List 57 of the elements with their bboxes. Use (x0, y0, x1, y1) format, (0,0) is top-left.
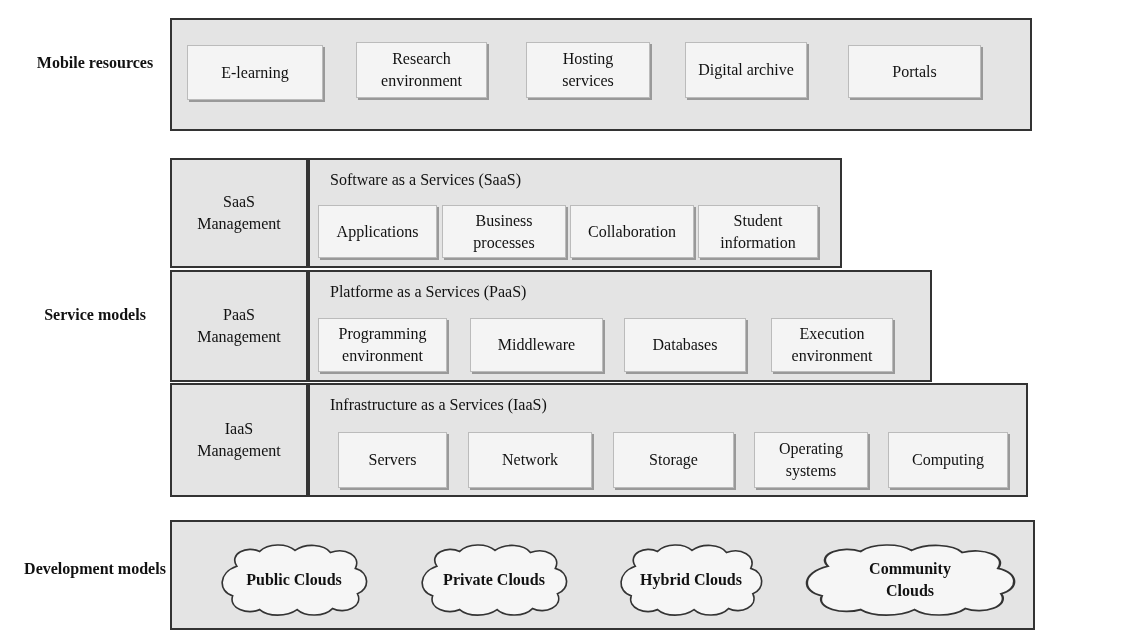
node-label: IaaS Management (196, 419, 282, 462)
node-label: SaaS Management (196, 192, 282, 235)
node-label: Business processes (472, 210, 536, 254)
node-label: Student information (719, 210, 797, 253)
component-box (356, 42, 487, 98)
component-box (187, 45, 323, 100)
node-label: Hosting services (561, 49, 615, 91)
node-label: E-learning (220, 62, 290, 84)
layer-heading: Software as a Services (SaaS) (330, 170, 522, 191)
component-box (685, 42, 807, 98)
node-label: Programming environment (337, 324, 428, 366)
node-label: Collaboration (587, 221, 677, 242)
node-label: Public Clouds (245, 570, 343, 590)
node-label: Hybrid Clouds (639, 570, 743, 591)
node-label: Portals (891, 61, 938, 82)
service-layer-panel (308, 270, 932, 382)
service-layer-panel (308, 158, 842, 268)
node-label: Computing (911, 450, 985, 471)
component-box (470, 318, 603, 372)
component-box (771, 318, 893, 372)
node-label: Research environment (380, 49, 463, 91)
component-box (570, 205, 694, 258)
node-label: Middleware (496, 335, 577, 355)
management-box (170, 158, 308, 268)
node-label: Network (501, 450, 559, 470)
layer-panel (170, 520, 1035, 630)
component-box (442, 205, 566, 258)
component-box (526, 42, 650, 98)
component-box (848, 45, 981, 98)
management-box (170, 383, 308, 497)
component-box (754, 432, 868, 488)
section-label: Mobile resources (35, 53, 155, 73)
node-label: Storage (648, 450, 699, 471)
component-box (698, 205, 818, 258)
management-box (170, 270, 308, 382)
component-box (468, 432, 592, 488)
section-label: Service models (43, 305, 147, 325)
component-box (338, 432, 447, 488)
component-box (888, 432, 1008, 488)
layer-heading: Infrastructure as a Services (IaaS) (330, 395, 547, 416)
node-label: Execution environment (790, 324, 874, 366)
node-label: Servers (367, 450, 418, 470)
section-label: Development models (23, 559, 167, 580)
node-label: PaaS Management (196, 305, 282, 348)
node-label: Community Clouds (868, 559, 952, 601)
node-label: Databases (651, 335, 719, 355)
component-box (624, 318, 746, 372)
component-box (318, 318, 447, 372)
service-layer-panel (308, 383, 1028, 497)
layer-panel (170, 18, 1032, 131)
layer-heading: Platforme as a Services (PaaS) (330, 282, 527, 303)
node-label: Private Clouds (442, 570, 546, 590)
node-label: Digital archive (697, 60, 795, 81)
component-box (318, 205, 437, 258)
component-box (613, 432, 734, 488)
node-label: Applications (335, 221, 420, 243)
node-label: Operating systems (778, 439, 844, 482)
